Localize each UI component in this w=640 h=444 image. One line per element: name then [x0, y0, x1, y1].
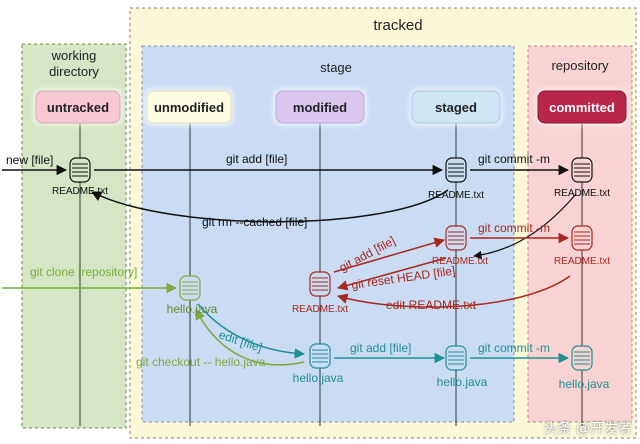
label-git-add-1: git add [file] [226, 152, 287, 166]
file-label-hello-staged: hello.java [437, 375, 488, 389]
state-staged: staged [410, 89, 502, 125]
arrow-git-rm-cached [91, 189, 449, 223]
arrow-committed-to-red [473, 193, 577, 260]
arrow-edit-file [197, 303, 306, 359]
file-icon-readme-committed-2 [571, 225, 593, 251]
working-directory-title-line2: directory [49, 64, 99, 79]
label-git-checkout: git checkout -- hello.java [136, 355, 266, 369]
watermark: 头条 @开发者 [543, 421, 632, 437]
label-git-add-3: git add [file] [350, 341, 411, 355]
working-directory-title-line1: working [51, 48, 97, 63]
state-untracked: untracked [34, 89, 122, 125]
file-icon-readme-modified [309, 271, 331, 297]
file-label-hello-unmodified: hello.java [167, 302, 218, 316]
label-git-commit-3: git commit -m [478, 341, 550, 355]
svg-text:unmodified: unmodified [154, 100, 224, 115]
file-label-readme-modified: README.txt [292, 304, 348, 315]
arrow-git-checkout [195, 309, 305, 366]
label-git-commit-1: git commit -m [478, 152, 550, 166]
state-unmodified: unmodified [145, 89, 233, 125]
arrow-edit-readme [336, 275, 571, 308]
label-new-file: new [file] [6, 153, 53, 167]
label-git-rm-cached: git rm --cached [file] [202, 215, 307, 229]
file-icon-readme-staged [445, 157, 467, 183]
arrow-git-reset-head [336, 257, 447, 291]
file-label-readme-committed-2: README.txt [554, 256, 610, 267]
file-label-readme-staged: README.txt [428, 190, 484, 201]
state-committed: committed [536, 89, 628, 125]
file-icon-hello-unmodified [179, 275, 201, 301]
svg-text:committed: committed [549, 100, 615, 115]
file-label-hello-modified: hello.java [293, 371, 344, 385]
svg-text:staged: staged [435, 100, 477, 115]
file-icon-hello-staged [445, 345, 467, 371]
file-label-readme-committed: README.txt [554, 188, 610, 199]
file-icon-hello-committed [571, 345, 593, 371]
label-edit-readme: edit README.txt [386, 298, 477, 312]
file-icon-readme-committed [571, 157, 593, 183]
svg-text:untracked: untracked [47, 100, 109, 115]
file-icon-hello-modified [309, 343, 331, 369]
label-git-clone: git clone [repository] [30, 265, 137, 279]
tracked-title: tracked [373, 17, 422, 34]
repository-title: repository [551, 58, 609, 73]
arrow-git-add-2 [333, 237, 446, 273]
file-label-readme-untracked: README.txt [52, 186, 108, 197]
file-label-readme-staged-2: README.txt [432, 256, 488, 267]
label-git-commit-2: git commit -m [478, 221, 550, 235]
file-icon-readme-untracked [69, 157, 91, 183]
stage-title: stage [320, 60, 352, 75]
state-modified: modified [274, 89, 366, 125]
file-label-hello-committed: hello.java [559, 377, 610, 391]
file-icon-readme-staged-2 [445, 225, 467, 251]
svg-text:modified: modified [293, 100, 347, 115]
